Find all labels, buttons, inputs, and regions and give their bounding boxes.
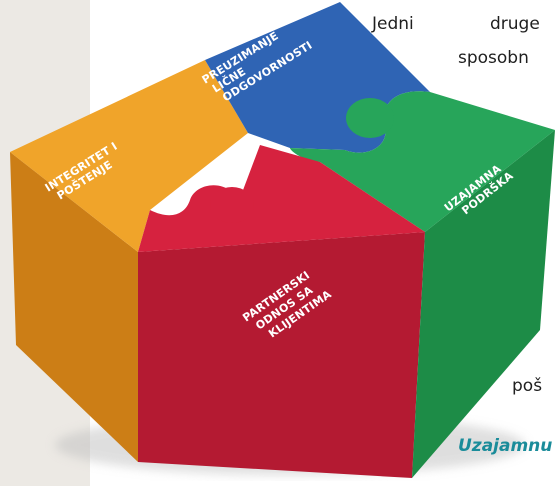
body-word-2: druge — [490, 14, 540, 34]
orange-top-piece — [10, 60, 248, 252]
red-puzzle-knob — [210, 187, 254, 223]
body-line-3: poš — [512, 376, 543, 396]
body-line-2: sposobn — [458, 48, 529, 68]
red-front-face — [138, 232, 425, 478]
green-top-piece — [290, 91, 555, 232]
green-side-face — [412, 130, 555, 478]
body-word-1: Jedni — [372, 14, 414, 34]
quote-text: Uzajamnu — [458, 436, 553, 456]
orange-side-face — [10, 152, 138, 462]
green-puzzle-knob — [346, 98, 394, 138]
red-top-piece — [138, 145, 425, 252]
